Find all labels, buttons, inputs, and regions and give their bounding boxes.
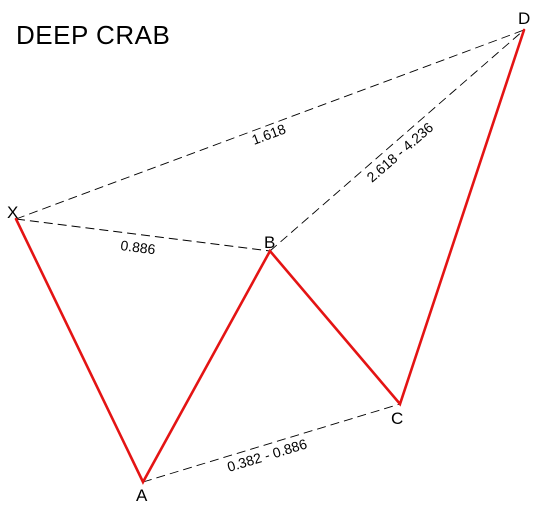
xd-ratio-line bbox=[15, 29, 525, 220]
diagram-title: DEEP CRAB bbox=[16, 20, 171, 50]
xb-ratio-label: 0.886 bbox=[120, 237, 157, 257]
xd-ratio-label: 1.618 bbox=[249, 121, 288, 148]
ac-ratio-line bbox=[142, 403, 401, 483]
point-b-label: B bbox=[264, 233, 275, 252]
point-x-label: X bbox=[7, 203, 18, 222]
point-d-label: D bbox=[518, 9, 530, 28]
bd-ratio-line bbox=[269, 29, 525, 252]
ac-ratio-label: 0.382 - 0.886 bbox=[225, 436, 309, 475]
xb-ratio-line bbox=[15, 218, 271, 252]
point-c-label: C bbox=[391, 409, 403, 428]
pattern-legs bbox=[14, 28, 526, 485]
bd-ratio-label: 2.618 - 4.236 bbox=[363, 119, 436, 185]
point-a-label: A bbox=[136, 486, 148, 505]
